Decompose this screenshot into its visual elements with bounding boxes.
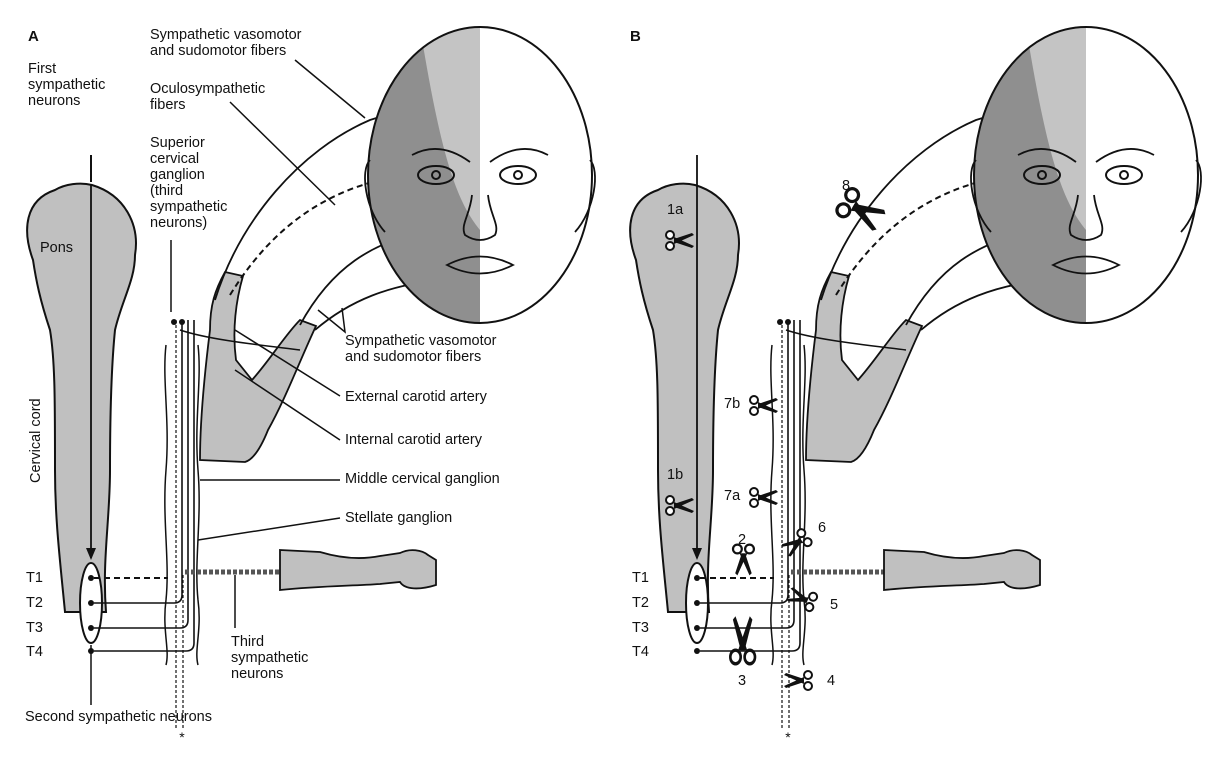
label-oculosympathetic-fibers: Oculosympathetic fibers [150, 81, 266, 113]
label-first-sympathetic-neurons: First sympathetic neurons [28, 61, 106, 109]
carotid-artery [199, 270, 318, 463]
lesion-label-7b: 7b [724, 396, 741, 412]
brainstem-cord-shape [26, 182, 137, 613]
label-t2-a: T2 [26, 595, 43, 611]
scissors-icon-2 [731, 543, 756, 577]
scissors-icon-7b [749, 395, 779, 416]
label-t3-b: T3 [632, 620, 649, 636]
panel-a: * [26, 26, 596, 745]
lesion-label-3: 3 [738, 673, 747, 689]
asterisk-a: * [179, 729, 185, 745]
carotid-artery-b [805, 270, 924, 463]
lesion-label-7a: 7a [724, 488, 741, 504]
label-second-sympathetic-neurons: Second sympathetic neurons [25, 709, 212, 725]
face-b [970, 26, 1202, 324]
label-t1-b: T1 [632, 570, 649, 586]
face-a [364, 26, 596, 324]
label-internal-carotid-artery: Internal carotid artery [345, 432, 483, 448]
scissors-icon-3 [728, 614, 757, 666]
lesion-label-8: 8 [842, 178, 851, 194]
label-superior-cervical-ganglion: Superior cervical ganglion (third sympat… [150, 135, 228, 231]
label-external-carotid-artery: External carotid artery [345, 389, 487, 405]
label-t1-a: T1 [26, 570, 43, 586]
lesion-label-1a: 1a [667, 202, 684, 218]
tract-arrowhead [86, 548, 96, 560]
brainstem-cord-shape-b [629, 182, 740, 613]
label-t4-a: T4 [26, 644, 43, 660]
label-cervical-cord: Cervical cord [28, 398, 44, 483]
lesion-label-1b: 1b [667, 467, 684, 483]
label-stellate-ganglion: Stellate ganglion [345, 510, 453, 526]
label-t3-a: T3 [26, 620, 43, 636]
scissors-icon-7a [749, 487, 779, 508]
label-third-sympathetic-neurons: Third sympathetic neurons [231, 634, 309, 682]
scissors-icon-5 [784, 583, 820, 614]
label-middle-cervical-ganglion: Middle cervical ganglion [345, 471, 500, 487]
label-vasomotor-sudomotor-top: Sympathetic vasomotor and sudomotor fibe… [150, 27, 302, 59]
label-vasomotor-sudomotor-right: Sympathetic vasomotor and sudomotor fibe… [345, 333, 497, 365]
asterisk-b: * [785, 729, 791, 745]
panel-a-letter: A [28, 28, 39, 45]
lesion-label-5: 5 [830, 597, 839, 613]
lesion-label-6: 6 [818, 520, 827, 536]
panel-b-letter: B [630, 28, 641, 45]
lesion-label-4: 4 [827, 673, 836, 689]
arm-shape [279, 549, 437, 591]
scissors-icon-4 [783, 670, 813, 691]
scissors-icon-6 [778, 526, 815, 561]
label-t2-b: T2 [632, 595, 649, 611]
lesion-label-2: 2 [738, 532, 747, 548]
panel-b: * [629, 26, 1202, 745]
arm-shape-b [883, 549, 1041, 591]
label-t4-b: T4 [632, 644, 649, 660]
label-pons: Pons [40, 240, 74, 256]
